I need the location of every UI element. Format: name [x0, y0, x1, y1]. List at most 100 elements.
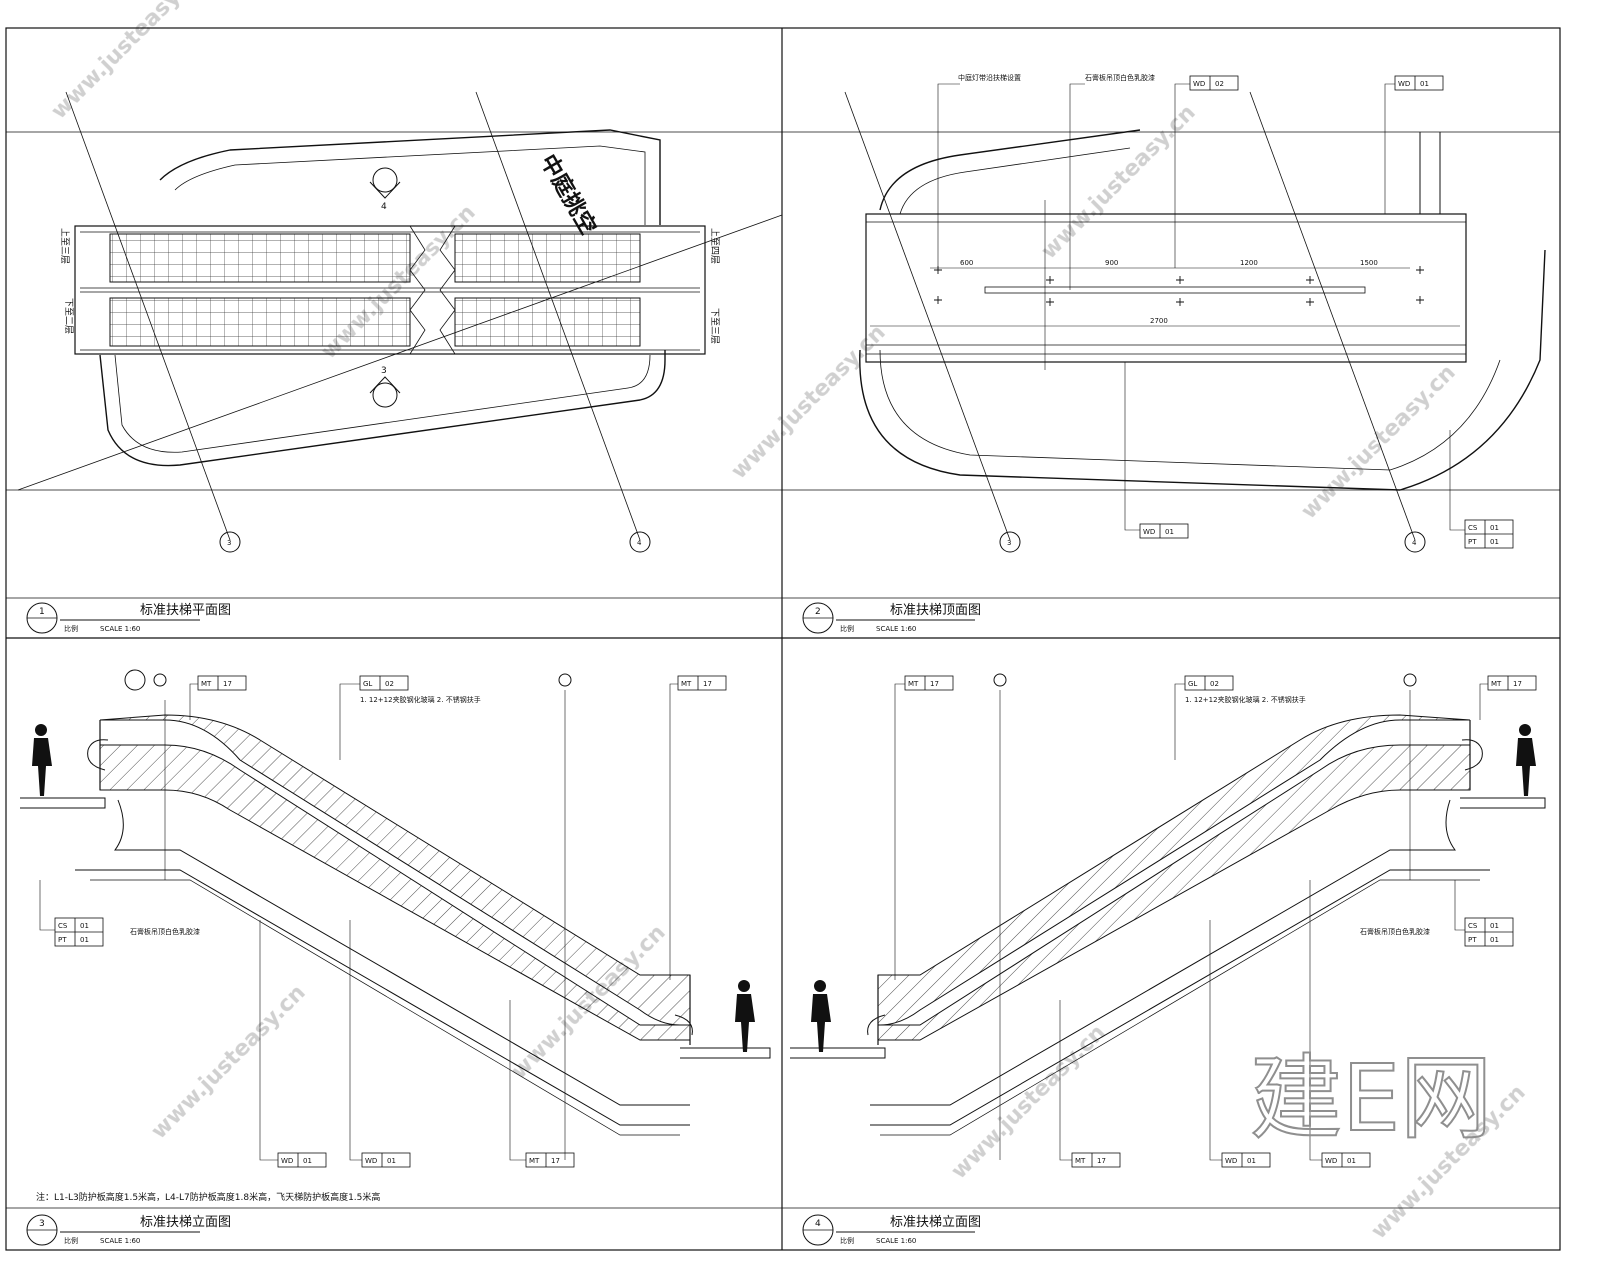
dim-4: 2700 — [1150, 317, 1168, 325]
svg-text:17: 17 — [1097, 1157, 1106, 1165]
svg-text:PT: PT — [58, 936, 67, 944]
svg-text:比例: 比例 — [840, 624, 854, 633]
panel-elevation-left-labels: MT 17 GL 02 1. 12+12夹胶钢化玻璃 2. 不锈钢扶手 MT 1… — [36, 675, 727, 1203]
svg-text:17: 17 — [930, 680, 939, 688]
watermark: www.justeasy.cn — [947, 1020, 1111, 1184]
tag-wd-01-b: WD 01 — [1321, 1152, 1371, 1168]
sheet-frame — [5, 27, 1561, 1251]
tag-mt-17: MT 17 — [197, 675, 247, 691]
tag-wd-01: WD 01 — [1394, 75, 1444, 91]
svg-text:02: 02 — [1210, 680, 1219, 688]
svg-text:WD: WD — [1325, 1157, 1337, 1165]
svg-text:MT: MT — [1075, 1157, 1086, 1165]
panel-elevation-right — [790, 673, 1546, 1161]
tag-wd-02: WD 02 — [1189, 75, 1239, 91]
scale-label: SCALE 1:60 — [100, 1237, 140, 1245]
svg-text:17: 17 — [1513, 680, 1522, 688]
person-icon — [1516, 724, 1536, 796]
svg-text:PT: PT — [1468, 936, 1477, 944]
svg-text:01: 01 — [1165, 528, 1174, 536]
dim-3: 1500 — [1360, 259, 1378, 267]
svg-text:CS: CS — [58, 922, 68, 930]
callout-4: 4 — [637, 539, 642, 547]
svg-text:17: 17 — [223, 680, 232, 688]
title-block-1: 1 标准扶梯平面图 比例 SCALE 1:60 — [26, 602, 231, 634]
person-icon — [32, 724, 52, 796]
svg-text:3: 3 — [39, 1219, 45, 1229]
title-block-2: 2 标准扶梯顶面图 比例 SCALE 1:60 — [802, 602, 981, 634]
svg-text:MT: MT — [201, 680, 212, 688]
left-up-label: 上至三层 — [59, 228, 70, 264]
svg-text:1: 1 — [39, 607, 45, 617]
svg-text:GL: GL — [363, 680, 372, 688]
right-up-label: 上至四层 — [709, 228, 720, 264]
tag-wd-01: WD 01 — [1221, 1152, 1271, 1168]
svg-text:PT: PT — [1468, 538, 1477, 546]
svg-text:比例: 比例 — [64, 1236, 78, 1245]
panel-elevation-right-labels: MT 17 GL 02 1. 12+12夹胶钢化玻璃 2. 不锈钢扶手 MT 1… — [904, 675, 1537, 1168]
svg-text:17: 17 — [703, 680, 712, 688]
tag-wd-01-bottom: WD 01 — [1139, 523, 1189, 539]
footnote: 注：L1-L3防护板高度1.5米高，L4-L7防护板高度1.8米高，飞天梯防护板… — [36, 1191, 380, 1203]
svg-text:比例: 比例 — [64, 624, 78, 633]
ceiling-note: 石膏板吊顶白色乳胶漆 — [130, 927, 200, 936]
svg-text:WD: WD — [1225, 1157, 1237, 1165]
svg-text:17: 17 — [551, 1157, 560, 1165]
brand-logo: 建E网 — [1250, 1045, 1492, 1152]
left-down-label: 下至二层 — [63, 298, 74, 334]
svg-text:MT: MT — [1491, 680, 1502, 688]
dim-1: 900 — [1105, 259, 1118, 267]
svg-text:比例: 比例 — [840, 1236, 854, 1245]
ceiling-note: 石膏板吊顶白色乳胶漆 — [1360, 927, 1430, 936]
title-block-3: 3 标准扶梯立面图 比例 SCALE 1:60 — [26, 1214, 231, 1246]
svg-text:02: 02 — [385, 680, 394, 688]
svg-text:01: 01 — [80, 936, 89, 944]
tag-mt-17-bottom: MT 17 — [525, 1152, 575, 1168]
tag-mt-17-right: MT 17 — [677, 675, 727, 691]
svg-text:01: 01 — [1490, 922, 1499, 930]
ceiling-note-1: 石膏板吊顶白色乳胶漆 — [1085, 73, 1155, 82]
callout-3: 3 — [227, 539, 231, 547]
panel-title: 标准扶梯顶面图 — [890, 603, 981, 618]
svg-text:01: 01 — [1420, 80, 1429, 88]
svg-text:MT: MT — [529, 1157, 540, 1165]
svg-text:01: 01 — [303, 1157, 312, 1165]
svg-text:01: 01 — [1490, 936, 1499, 944]
scale-label: SCALE 1:60 — [100, 625, 140, 633]
section-mark-3: 3 — [381, 366, 387, 376]
svg-text:WD: WD — [281, 1157, 293, 1165]
panel-title: 标准扶梯立面图 — [890, 1215, 981, 1230]
svg-text:GL: GL — [1188, 680, 1197, 688]
svg-text:MT: MT — [908, 680, 919, 688]
scale-label: SCALE 1:60 — [876, 625, 916, 633]
svg-text:WD: WD — [1193, 80, 1205, 88]
svg-text:MT: MT — [681, 680, 692, 688]
tag-cs-pt: CS 01 PT 01 — [1464, 519, 1514, 549]
svg-text:01: 01 — [387, 1157, 396, 1165]
svg-text:2: 2 — [815, 607, 821, 617]
panel-elevation-left — [20, 669, 771, 1161]
tag-cs-pt: CS 01 PT 01 — [1464, 917, 1514, 947]
title-block-4: 4 标准扶梯立面图 比例 SCALE 1:60 — [802, 1214, 981, 1246]
ceiling-note-0: 中庭灯带沿扶梯设置 — [958, 73, 1021, 82]
tag-gl-02: GL 02 — [359, 675, 409, 691]
callout-4: 4 — [1412, 539, 1417, 547]
tag-mt-17-bottom: MT 17 — [1071, 1152, 1121, 1168]
svg-text:01: 01 — [1490, 524, 1499, 532]
glass-note: 1. 12+12夹胶钢化玻璃 2. 不锈钢扶手 — [360, 695, 481, 704]
svg-text:WD: WD — [1398, 80, 1410, 88]
svg-text:CS: CS — [1468, 524, 1478, 532]
panel-ceiling-labels: 中庭灯带沿扶梯设置 石膏板吊顶白色乳胶漆 WD 02 WD 01 WD 01 C… — [958, 73, 1514, 549]
dim-2: 1200 — [1240, 259, 1258, 267]
svg-text:4: 4 — [815, 1219, 821, 1229]
panel-title: 标准扶梯立面图 — [140, 1215, 231, 1230]
svg-text:WD: WD — [1143, 528, 1155, 536]
glass-note: 1. 12+12夹胶钢化玻璃 2. 不锈钢扶手 — [1185, 695, 1306, 704]
svg-text:01: 01 — [1490, 538, 1499, 546]
panel-ceiling — [844, 83, 1546, 553]
panel-plan — [17, 91, 783, 553]
tag-gl-02: GL 02 — [1184, 675, 1234, 691]
svg-text:01: 01 — [1247, 1157, 1256, 1165]
person-icon — [811, 980, 831, 1052]
